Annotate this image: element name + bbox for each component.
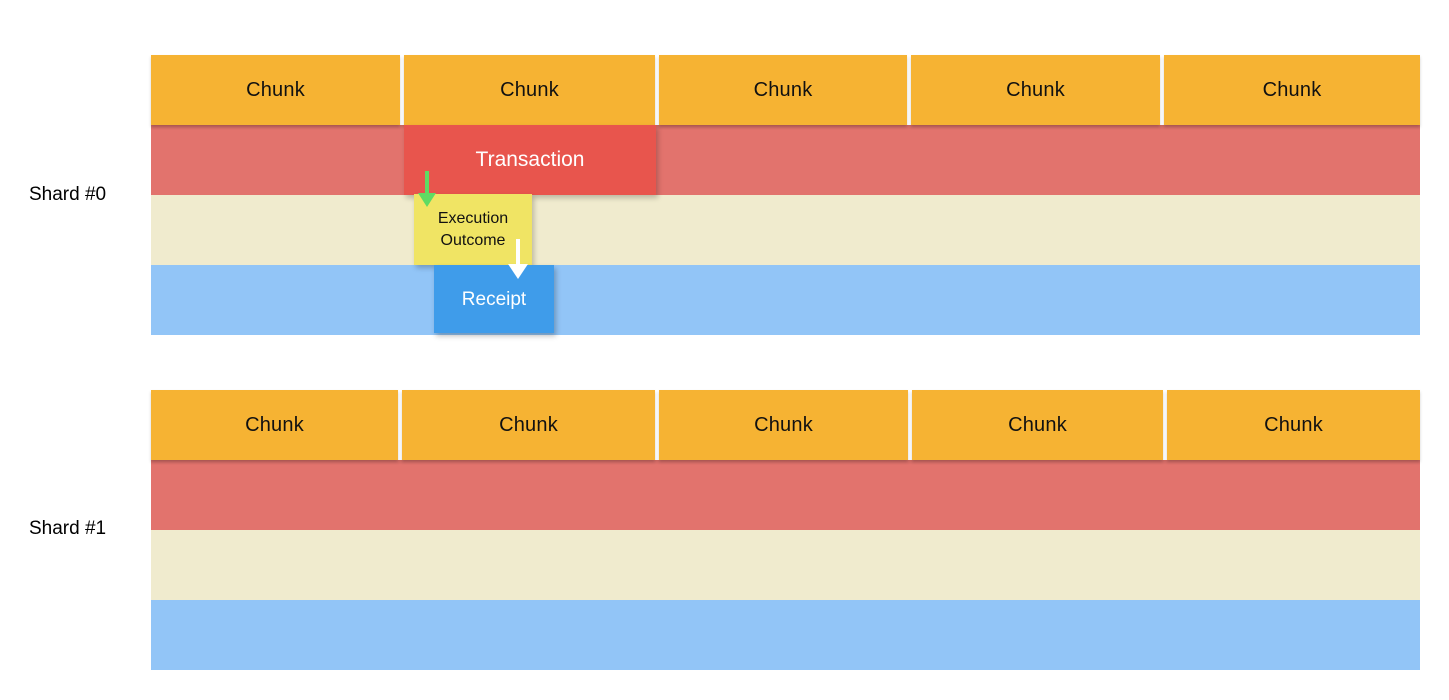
shard-group-0: Shard #0 Chunk Chunk Chunk Chunk Chunk [29,55,1420,335]
chunk-block[interactable]: Chunk [659,390,908,460]
chunk-label: Chunk [753,78,813,101]
chunk-label: Chunk [499,413,558,436]
chunk-block[interactable]: Chunk [1164,55,1420,125]
chunk-label: Chunk [1264,413,1323,436]
chunk-block[interactable]: Chunk [912,390,1163,460]
chunk-label: Chunk [500,78,559,101]
execution-outcome-label-line1: Execution [437,210,509,227]
chunk-block[interactable]: Chunk [404,55,655,125]
chunk-block[interactable]: Chunk [1167,390,1420,460]
shard-1-transaction-row [151,460,1420,530]
chunk-label: Chunk [1262,78,1322,101]
chunk-block[interactable]: Chunk [151,55,400,125]
chunk-label: Chunk [1008,413,1067,436]
receipt-label: Receipt [461,289,527,310]
transaction-block[interactable]: Transaction [404,125,656,195]
shard-0-receipt-row [151,265,1420,335]
transaction-label: Transaction [475,148,585,171]
chunk-label: Chunk [246,78,305,101]
chunk-block[interactable]: Chunk [659,55,907,125]
chunk-label: Chunk [245,413,304,436]
chunk-label: Chunk [1006,78,1065,101]
outcome-to-receipt-arrow [505,238,531,282]
transaction-to-outcome-arrow [414,170,440,210]
shard-1-chunk-row: Chunk Chunk Chunk Chunk Chunk [151,390,1420,460]
execution-outcome-label-line2: Outcome [440,231,506,249]
shard-1-outcome-row [151,530,1420,600]
chunk-block[interactable]: Chunk [402,390,655,460]
chunk-label: Chunk [754,413,813,436]
shard-label-0: Shard #0 [29,184,107,205]
chunk-block[interactable]: Chunk [151,390,398,460]
receipt-block[interactable]: Receipt [434,265,554,333]
shard-0-chunk-row: Chunk Chunk Chunk Chunk Chunk [151,55,1420,125]
shard-0-transaction-row [151,125,1420,195]
execution-outcome-block[interactable]: Execution Outcome [414,194,532,265]
shard-label-1: Shard #1 [29,518,107,539]
chunk-block[interactable]: Chunk [911,55,1160,125]
shard-1-receipt-row [151,600,1420,670]
shard-0-outcome-row [151,195,1420,265]
